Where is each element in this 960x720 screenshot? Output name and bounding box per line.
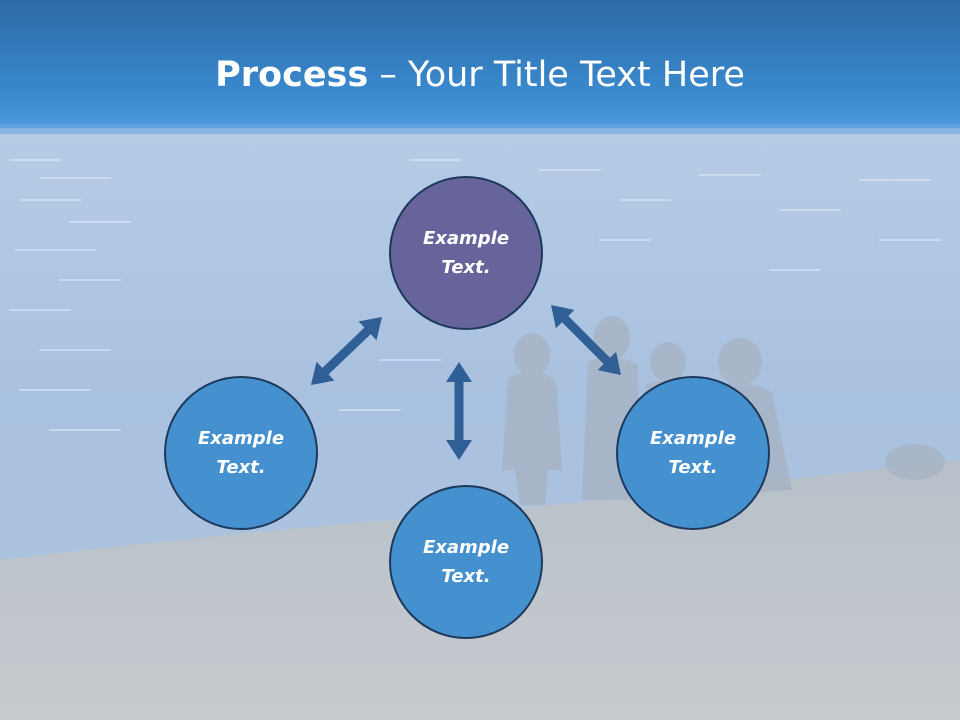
node-top-line1: Example	[422, 228, 510, 249]
node-top-line2: Text.	[441, 257, 491, 278]
process-node-bottom: Example Text.	[389, 485, 543, 639]
node-bottom-line1: Example	[422, 537, 510, 558]
node-left-line2: Text.	[216, 457, 266, 478]
title-rest: Your Title Text Here	[407, 55, 745, 95]
water-reflections	[9, 159, 941, 431]
arrow-top-left	[311, 317, 382, 385]
arrow-top-right	[551, 305, 621, 375]
slide-title: Process – Your Title Text Here	[0, 50, 960, 100]
process-node-left: Example Text.	[164, 376, 318, 530]
title-separator: –	[368, 55, 408, 95]
node-bottom-line2: Text.	[441, 566, 491, 587]
title-bold: Process	[215, 55, 369, 95]
process-node-top: Example Text.	[389, 176, 543, 330]
arrow-top-bottom	[446, 362, 472, 460]
node-left-line1: Example	[197, 428, 285, 449]
process-node-right: Example Text.	[616, 376, 770, 530]
node-right-line2: Text.	[668, 457, 718, 478]
title-band	[0, 0, 960, 128]
node-right-line1: Example	[649, 428, 737, 449]
